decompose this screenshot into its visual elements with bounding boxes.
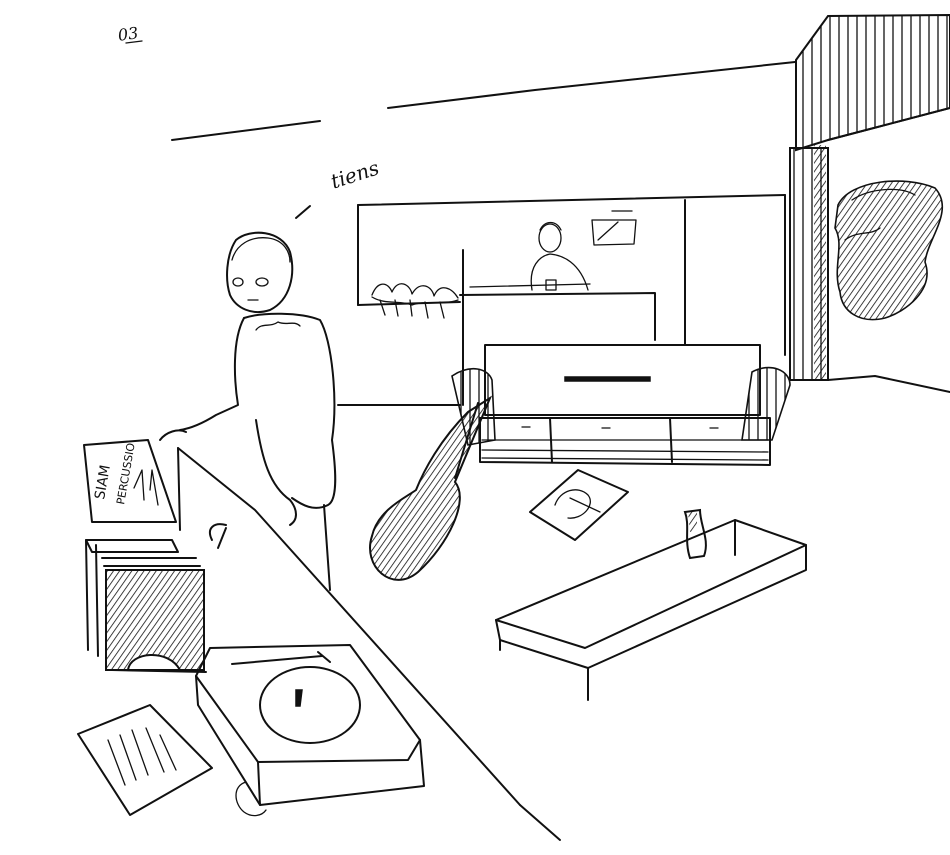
held-record-sleeve: SIAM PERCUSSIO (83, 439, 177, 523)
sofa (451, 344, 791, 466)
counter-plants (371, 283, 459, 319)
floor-line (519, 804, 561, 841)
sideboard (177, 447, 521, 806)
held-sleeve-title: SIAM (92, 464, 114, 501)
floor-sheet (77, 704, 213, 816)
person-behind-counter (530, 221, 589, 291)
exterior-trees (834, 180, 944, 321)
ceiling-line-left (171, 120, 321, 141)
speech-dash (295, 205, 311, 219)
standing-man (159, 231, 337, 591)
back-wall-opening (337, 194, 786, 406)
held-sleeve-subtitle: PERCUSSIO (114, 442, 138, 506)
page-number: 03 (117, 23, 140, 45)
ceiling-line-right (387, 61, 796, 109)
coffee-table (495, 519, 807, 701)
speech-caption: tiens (328, 155, 382, 193)
page-number-underline (125, 40, 143, 44)
striped-wall-column (789, 13, 950, 393)
floor-record-sleeve (529, 469, 629, 541)
vase (683, 508, 707, 560)
record-player (195, 644, 425, 817)
record-rack (85, 539, 207, 673)
guitar (369, 395, 493, 581)
